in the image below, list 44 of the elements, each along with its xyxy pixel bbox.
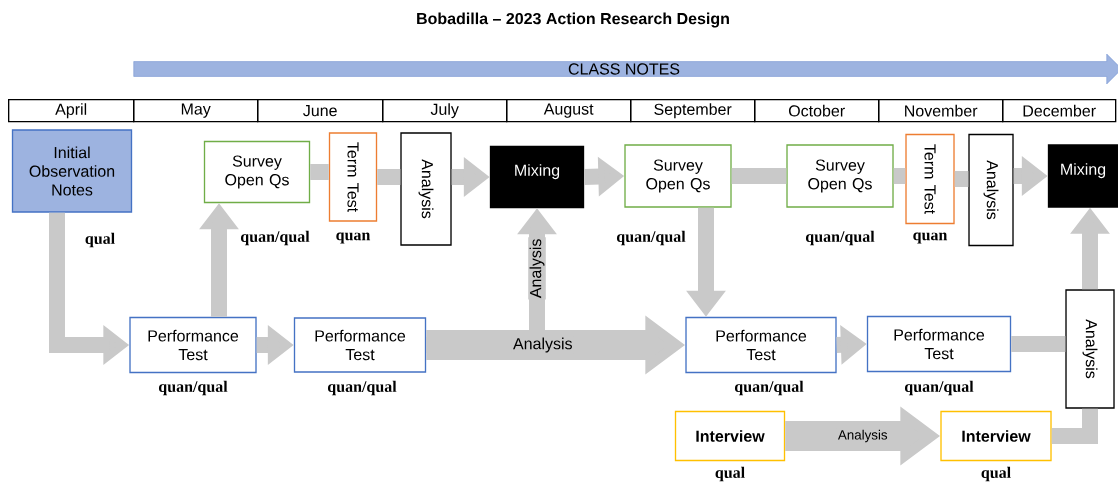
method-label: quan/qual [616,230,686,246]
survey-box: Survey Open Qs [203,140,311,204]
analysis-box: Analysis [1065,289,1115,409]
edge-label: Analysis [529,239,545,299]
test-box: Performance Test [685,316,837,374]
test-box: Term Test [328,132,378,222]
test-box: Performance Test [866,315,1012,373]
notes-box: Initial Observation Notes [11,129,133,213]
survey-box: Survey Open Qs [624,144,732,208]
method-label: quan [913,232,948,244]
method-label: quan/qual [158,380,228,396]
mixing-box: Mixing [1047,144,1118,208]
edge-label: Analysis [513,337,572,353]
method-label: quan/qual [805,230,875,246]
method-label: quan/qual [240,230,310,246]
analysis-box: Analysis [400,132,452,246]
block-arrow [1051,408,1098,444]
test-box: Performance Test [293,317,427,373]
month-cell: December [1002,99,1117,123]
interview-box: Interview [940,410,1052,462]
method-label: quan/qual [904,380,974,396]
month-cell: June [257,99,384,123]
mixing-box: Mixing [489,145,585,209]
edge-label: Analysis [837,429,888,443]
survey-box: Survey Open Qs [786,144,894,208]
method-label: quan/qual [734,380,804,396]
test-box: Term Test [905,133,955,225]
method-label: qual [715,466,745,482]
interview-box: Interview [674,410,786,462]
method-label: quan/qual [327,380,397,396]
method-label: quan [336,232,371,244]
method-label: qual [981,466,1011,482]
month-cell: November [878,99,1004,123]
month-cell: April [8,99,135,123]
test-box: Performance Test [129,316,257,374]
month-cell: September [630,99,756,123]
method-label: qual [85,232,115,248]
month-cell: August [506,99,632,123]
month-cell: July [382,99,508,123]
title: Bobadilla – 2023 Action Research Design [417,12,729,28]
analysis-box: Analysis [968,133,1014,247]
arrow-banner: CLASS NOTES [133,53,1118,85]
month-cell: October [754,99,880,123]
month-cell: May [133,99,259,123]
